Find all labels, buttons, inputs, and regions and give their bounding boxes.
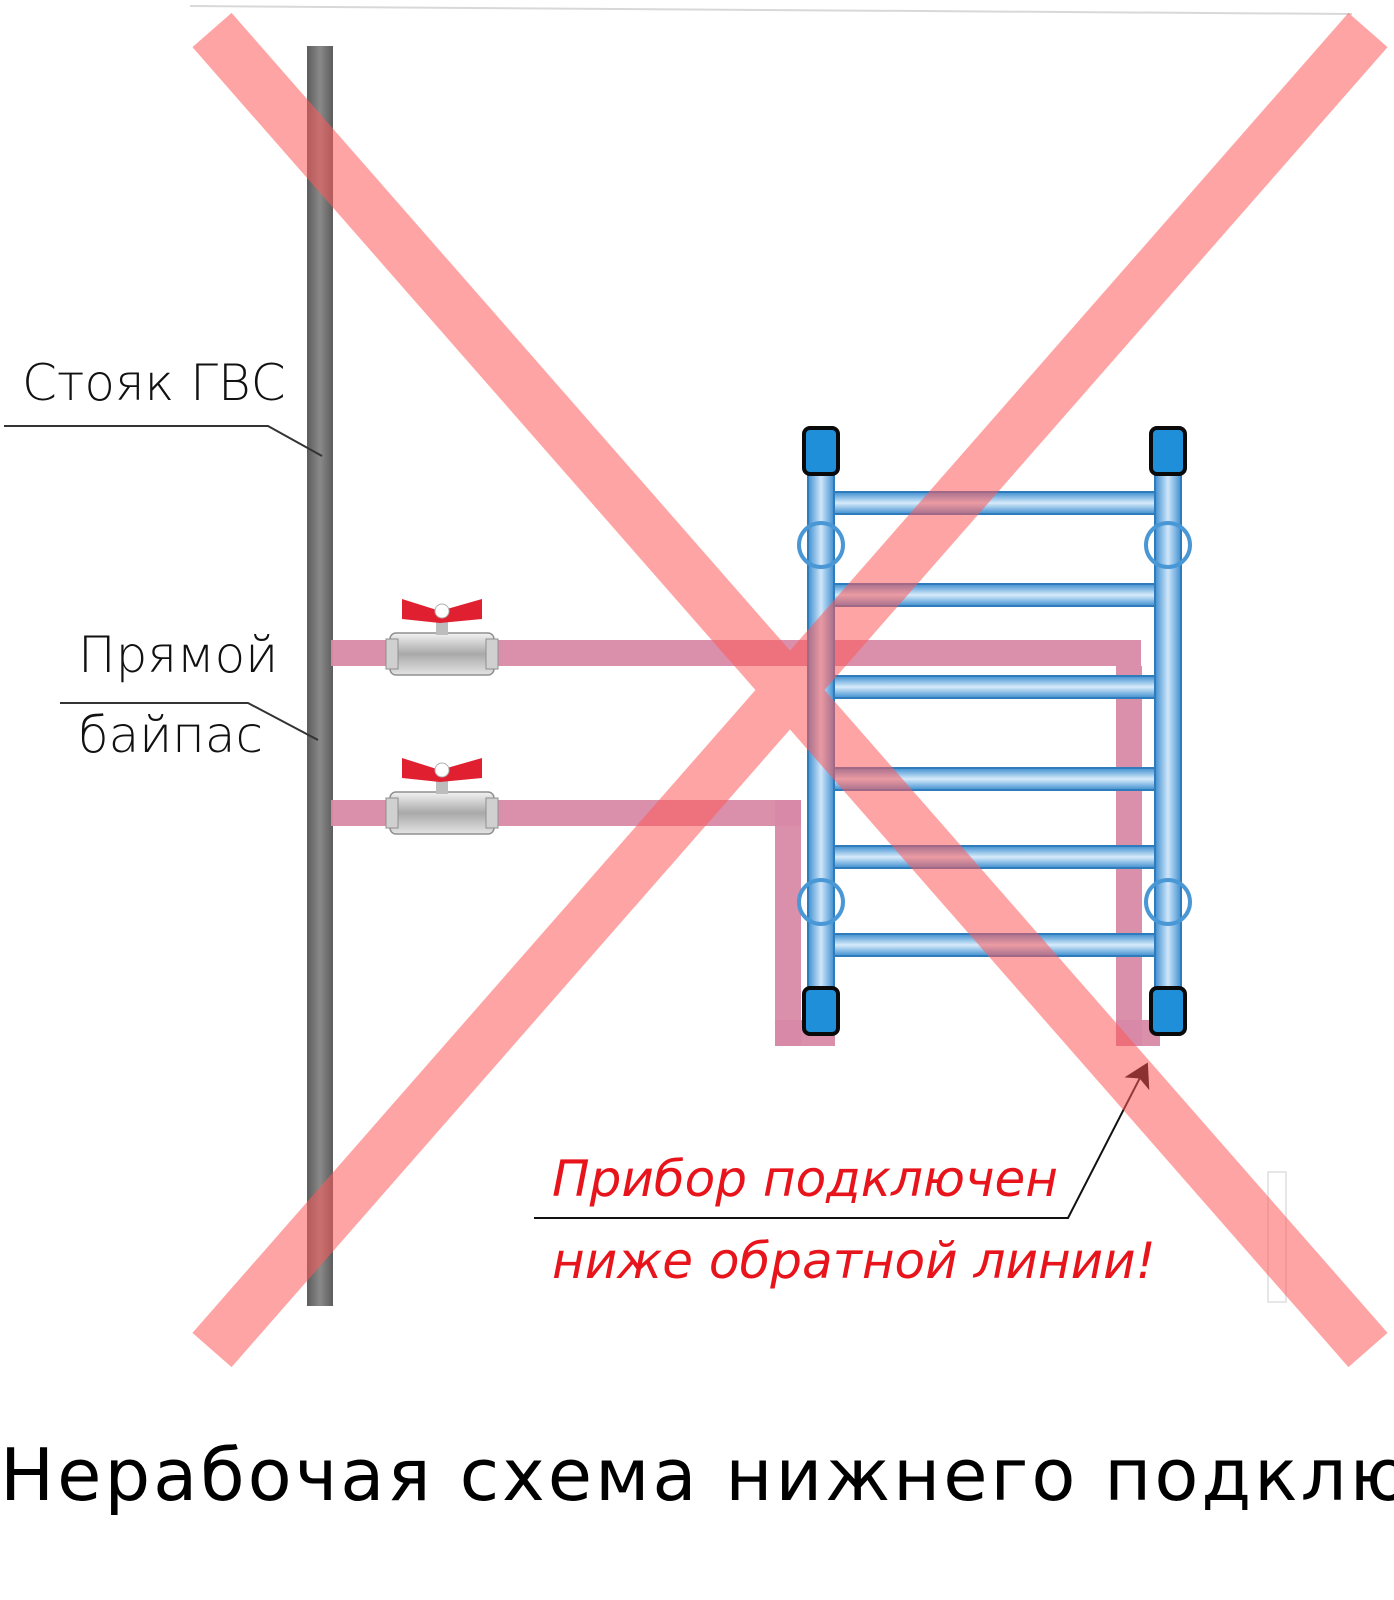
bypass-label-line2: байпас xyxy=(78,706,263,764)
top-border xyxy=(189,5,1353,15)
wall-mount xyxy=(1144,878,1192,926)
radiator-cap xyxy=(802,426,840,476)
warning-label-line1: Прибор подключен xyxy=(552,1150,1058,1208)
riser-leader-line xyxy=(4,425,323,457)
ball-valve-icon xyxy=(385,599,499,676)
bypass-leader-line xyxy=(60,702,319,741)
wall-mount xyxy=(797,521,845,569)
radiator-bar xyxy=(833,675,1156,699)
radiator-right-post xyxy=(1154,461,1182,1011)
riser-pipe xyxy=(307,46,333,1306)
cross-icon xyxy=(192,12,1388,1368)
riser-label: Стояк ГВС xyxy=(22,354,286,412)
radiator-cap xyxy=(802,986,840,1036)
wall-mount xyxy=(1144,521,1192,569)
ball-valve-icon xyxy=(385,758,499,835)
bypass-label-line1: Прямой xyxy=(78,626,278,684)
wall-mount xyxy=(797,878,845,926)
diagram-caption: Нерабочая схема нижнего подключения xyxy=(0,1433,1394,1517)
left-drop-pipe xyxy=(775,800,801,1046)
radiator-cap xyxy=(1149,426,1187,476)
radiator-bar xyxy=(833,583,1156,607)
radiator-bar xyxy=(833,845,1156,869)
warning-label-line2: ниже обратной линии! xyxy=(552,1232,1156,1290)
radiator-cap xyxy=(1149,986,1187,1036)
arrow-icon xyxy=(534,1062,1150,1219)
